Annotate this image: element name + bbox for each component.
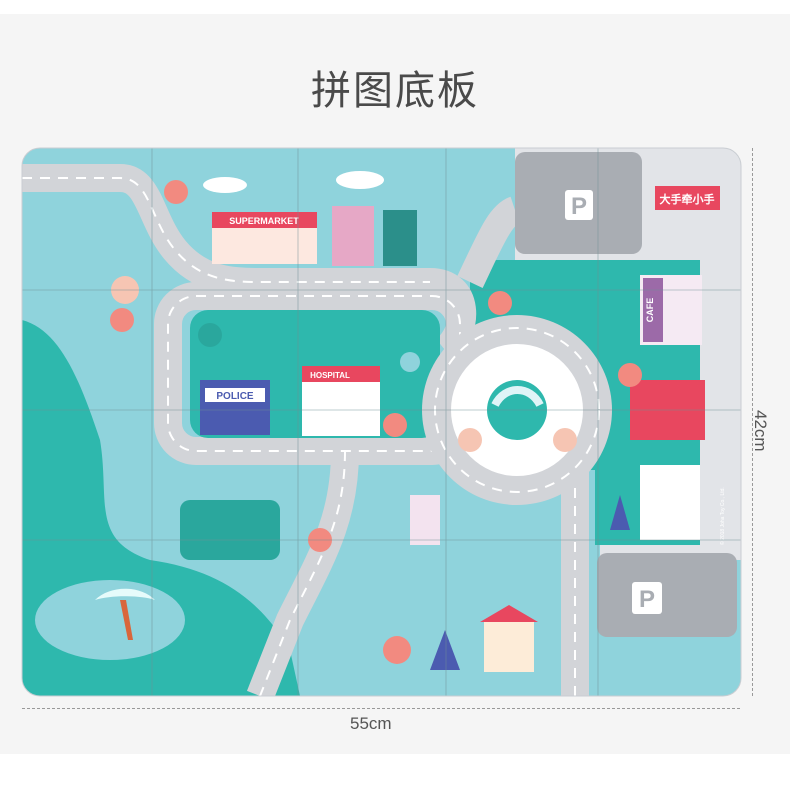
supermarket-label: SUPERMARKET [229, 216, 299, 226]
pond [180, 500, 280, 560]
cloud [203, 177, 247, 193]
page-title: 拼图底板 [311, 68, 479, 114]
fountain-spray [491, 386, 544, 408]
height-dimension-line [752, 148, 753, 696]
pink-building [332, 206, 374, 266]
cafe-sign [643, 278, 663, 342]
apartment-building [410, 495, 440, 545]
height-label: 42cm [751, 410, 770, 452]
hospital-label: HOSPITAL [310, 371, 350, 380]
brand-logo [655, 186, 720, 210]
width-label: 55cm [350, 714, 392, 733]
cafe-label: CAFE [645, 298, 655, 323]
parking-sign-bottom [632, 582, 662, 614]
house [484, 620, 534, 672]
board-outline [21, 147, 742, 697]
cloud [336, 171, 384, 189]
supermarket-sign [212, 212, 317, 228]
office-building [640, 465, 700, 540]
trees [95, 180, 642, 670]
parking-label-bottom: P [639, 586, 655, 613]
police-label: POLICE [216, 391, 254, 402]
puzzle-seams [22, 148, 741, 696]
parking-sign-top [565, 190, 593, 220]
island [35, 580, 185, 660]
width-dimension-line [22, 708, 740, 709]
parking-label-top: P [571, 193, 587, 220]
police-sign [205, 388, 265, 402]
parking-lot-bottom [597, 553, 737, 637]
copyright-text: © 2018 Joha Toy Co., Ltd. [719, 487, 726, 545]
hospital-sign [302, 366, 380, 382]
glass-building [383, 210, 417, 266]
brand-logo-text: 大手牵小手 [660, 192, 715, 206]
house-roof [480, 605, 538, 622]
